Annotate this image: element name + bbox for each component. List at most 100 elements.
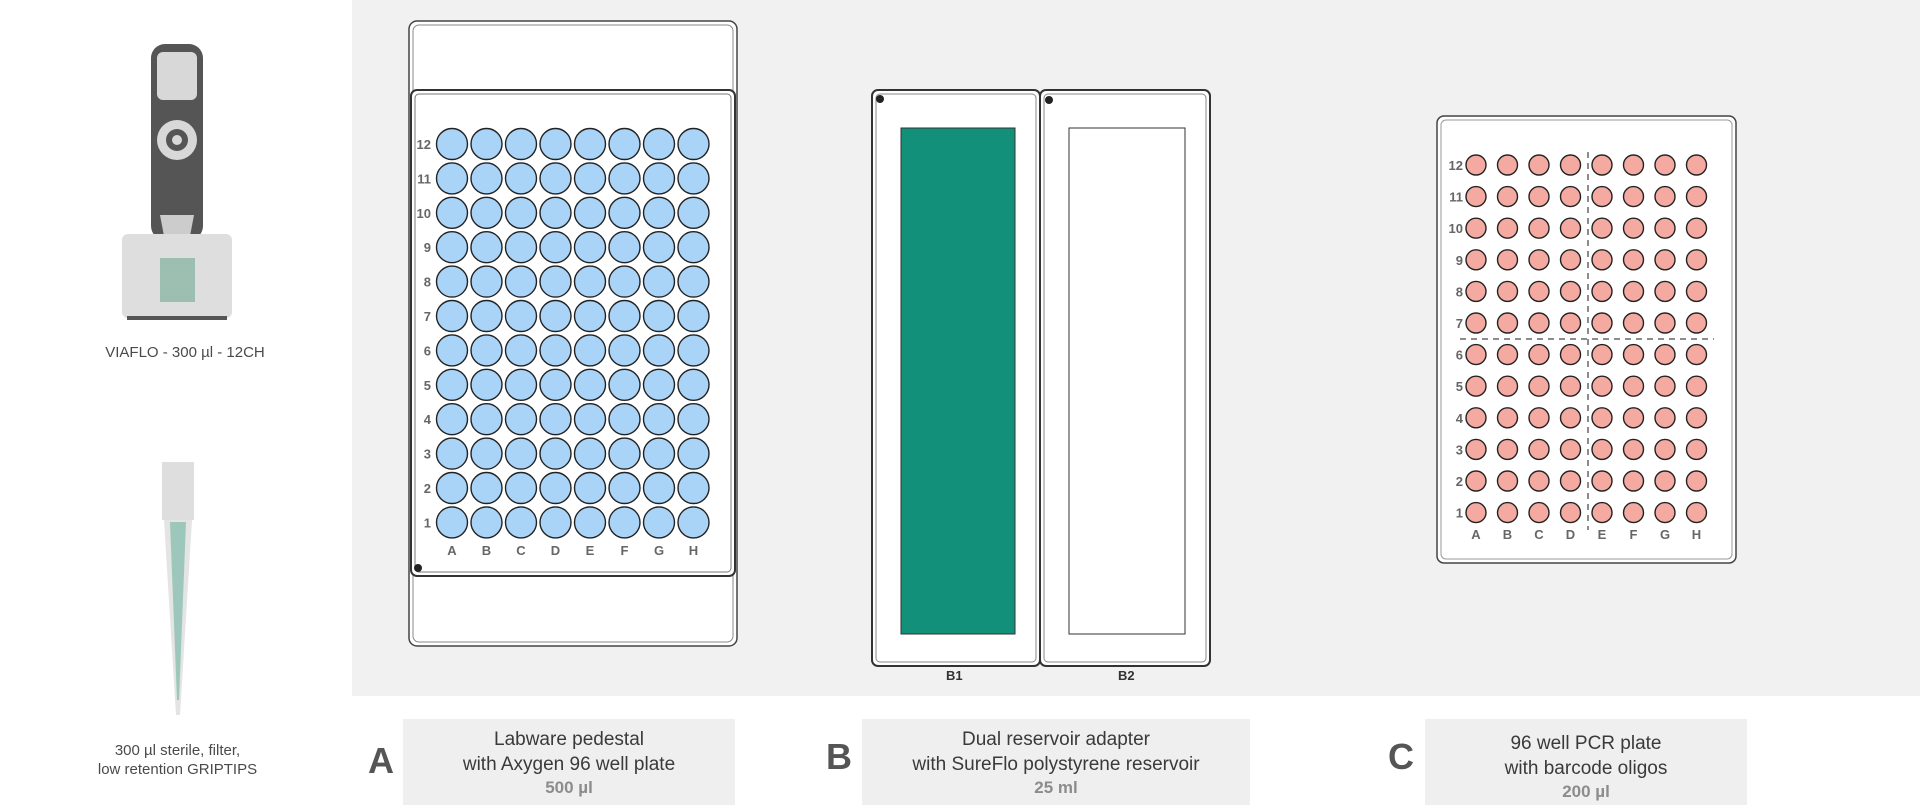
well [504,471,538,505]
well [1496,343,1519,366]
caption-a-volume: 500 µl [545,778,593,797]
well [470,162,503,195]
well [573,196,607,230]
well [1622,312,1645,334]
well [1654,407,1676,429]
well [539,471,572,505]
well [435,265,469,298]
well [573,403,607,436]
well [677,437,710,470]
row-label: 2 [1456,474,1463,489]
well [1559,501,1582,524]
well [504,162,538,195]
well [435,471,469,505]
caption-c-line2: with barcode oligos [1504,758,1668,779]
well [1559,217,1582,239]
well [504,368,538,401]
row-label: 11 [1449,190,1463,205]
well [1622,501,1645,524]
well [1559,375,1582,397]
well [1465,470,1487,492]
well [642,403,676,436]
well [1528,375,1550,397]
well [1465,501,1487,524]
row-label: 7 [424,309,431,324]
row-label: 5 [424,378,431,393]
column-label: G [1660,527,1670,542]
caption-b-line1: Dual reservoir adapter [962,729,1150,750]
caption-b-volume: 25 ml [1034,778,1078,797]
row-label: 11 [417,171,431,186]
well [1622,217,1645,239]
well [1528,312,1550,334]
well [1591,154,1613,176]
well [504,334,538,367]
well [470,403,503,436]
well [1622,185,1645,208]
well [1559,470,1582,492]
column-label: B [1503,527,1512,542]
well [435,403,469,436]
well [1528,343,1550,366]
row-label: 6 [424,343,431,358]
well [1591,501,1613,524]
well [504,230,538,264]
well [1591,185,1613,208]
pcr-plate-c [1436,115,1737,564]
slot-label-b2: B2 [1118,668,1135,683]
well [504,265,538,298]
column-label: F [1630,527,1638,542]
well [1559,154,1582,176]
well [1465,438,1487,461]
well [573,265,607,298]
well [573,471,607,505]
row-label: 1 [1456,506,1463,521]
well [608,230,641,264]
well [504,127,538,161]
well [1528,407,1550,429]
well [677,368,710,401]
well [1528,280,1550,303]
well [608,471,641,505]
column-label: A [1471,527,1481,542]
well [470,368,503,401]
well [1685,217,1708,239]
well [642,162,676,195]
well [1528,438,1550,461]
well [1591,312,1613,334]
well [539,196,572,230]
well [1654,154,1676,176]
well [608,299,641,333]
well [1496,185,1519,208]
well [1685,501,1708,524]
well [677,506,710,539]
well [608,127,641,161]
well [1654,249,1676,271]
well [1496,154,1519,176]
well [608,506,641,539]
well [539,299,572,333]
row-label: 9 [424,240,431,255]
well [504,196,538,230]
well [677,471,710,505]
well [1559,407,1582,429]
well [642,334,676,367]
well [435,437,469,470]
column-label: E [1598,527,1607,542]
well [1654,217,1676,239]
row-label: 4 [1456,411,1464,426]
well [539,403,572,436]
well [1591,280,1613,303]
well [1622,154,1645,176]
well [677,127,710,161]
well [435,334,469,367]
reservoir-adapter-b [871,89,1211,667]
well [435,368,469,401]
well [642,299,676,333]
well [1654,438,1676,461]
well [573,334,607,367]
well [1622,438,1645,461]
well [470,230,503,264]
well [608,196,641,230]
